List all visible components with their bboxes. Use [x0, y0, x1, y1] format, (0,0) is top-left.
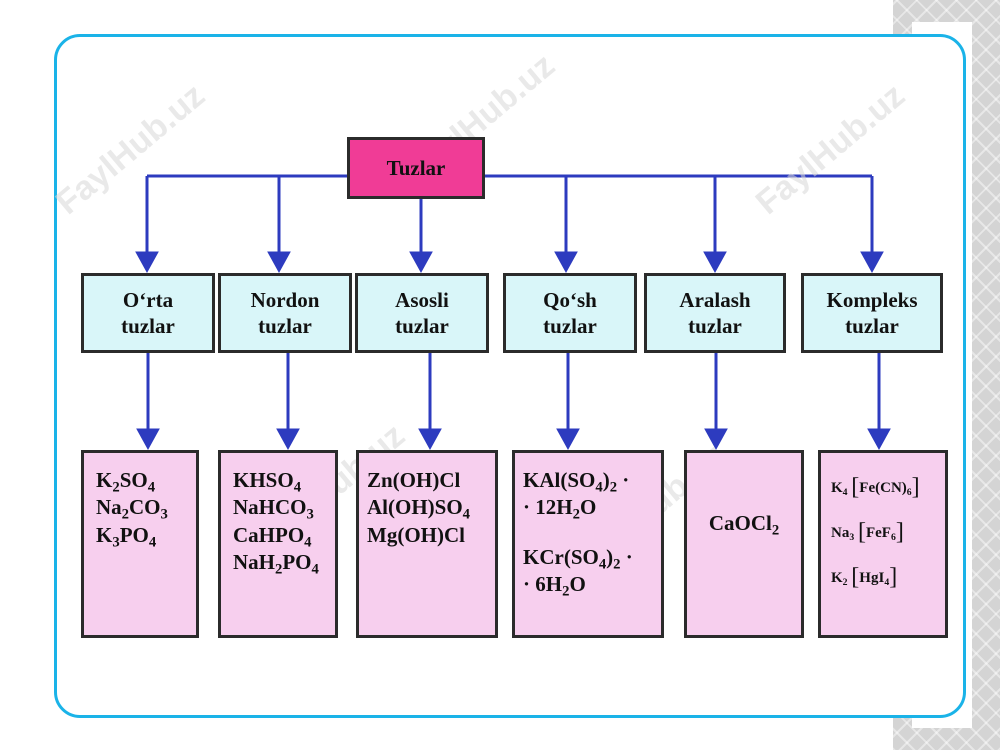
- formula: KAl(SO4)2 ·: [523, 468, 630, 496]
- formula: KHSO4: [233, 468, 302, 496]
- arrow-to-examples-4-head: [704, 428, 728, 451]
- category-aralash-tuzlar: Aralash tuzlar: [644, 273, 786, 353]
- examples-orta-tuzlar: K2SO4 Na2CO3 K3PO4: [81, 450, 199, 638]
- root-node-tuzlar: Tuzlar: [347, 137, 485, 199]
- category-orta-tuzlar: O‘rta tuzlar: [81, 273, 215, 353]
- formula: Al(OH)SO4: [367, 495, 471, 523]
- examples-kompleks-tuzlar: K4 [Fe(CN)6] Na3 [FeF6] K2 [HgI4]: [818, 450, 948, 638]
- diagram-frame: [54, 34, 966, 718]
- category-nordon-tuzlar: Nordon tuzlar: [218, 273, 352, 353]
- arrow-to-examples-1-head: [276, 428, 300, 451]
- category-label: Aralash tuzlar: [679, 287, 751, 338]
- category-qosh-tuzlar: Qo‘sh tuzlar: [503, 273, 637, 353]
- formula: K2 [HgI4]: [831, 564, 898, 590]
- category-label: Asosli tuzlar: [395, 287, 449, 338]
- formula: Na2CO3: [96, 495, 168, 523]
- category-label: Nordon tuzlar: [250, 287, 320, 338]
- formula: NaH2PO4: [233, 549, 319, 578]
- examples-qosh-tuzlar: KAl(SO4)2 · · 12H2O KCr(SO4)2 · · 6H2O: [512, 450, 664, 638]
- examples-aralash-tuzlar: CaOCl2: [684, 450, 804, 638]
- examples-asosli-tuzlar: Zn(OH)Cl Al(OH)SO4 Mg(OH)Cl: [356, 450, 498, 638]
- formula: · 6H2O: [523, 571, 586, 600]
- formula: CaOCl2: [708, 511, 780, 539]
- arrow-to-category-3-head: [554, 251, 578, 274]
- arrow-to-examples-0-head: [136, 428, 160, 451]
- arrow-to-category-5-head: [860, 251, 884, 274]
- formula: Na3 [FeF6]: [831, 519, 904, 545]
- root-label: Tuzlar: [386, 155, 446, 180]
- arrow-to-category-0-head: [135, 251, 159, 274]
- formula: KCr(SO4)2 ·: [523, 544, 633, 572]
- category-label: Kompleks tuzlar: [826, 287, 918, 338]
- category-kompleks-tuzlar: Kompleks tuzlar: [801, 273, 943, 353]
- formula: CaHPO4: [233, 522, 312, 550]
- formula: · 12H2O: [523, 495, 597, 523]
- category-label: O‘rta tuzlar: [121, 287, 175, 338]
- category-asosli-tuzlar: Asosli tuzlar: [355, 273, 489, 353]
- formula: Zn(OH)Cl: [367, 468, 461, 492]
- formula: K4 [Fe(CN)6]: [831, 474, 920, 500]
- arrow-to-category-1-head: [267, 251, 291, 274]
- formula: K2SO4: [96, 468, 156, 496]
- examples-nordon-tuzlar: KHSO4 NaHCO3 CaHPO4 NaH2PO4: [218, 450, 338, 638]
- formula: Mg(OH)Cl: [367, 522, 465, 547]
- arrow-to-examples-3-head: [556, 428, 580, 451]
- arrow-to-examples-5-head: [867, 428, 891, 451]
- formula: NaHCO3: [233, 495, 314, 523]
- category-label: Qo‘sh tuzlar: [543, 287, 597, 338]
- arrow-to-category-2-head: [409, 251, 433, 274]
- formula: K3PO4: [96, 522, 157, 550]
- arrow-to-category-4-head: [703, 251, 727, 274]
- arrow-to-examples-2-head: [418, 428, 442, 451]
